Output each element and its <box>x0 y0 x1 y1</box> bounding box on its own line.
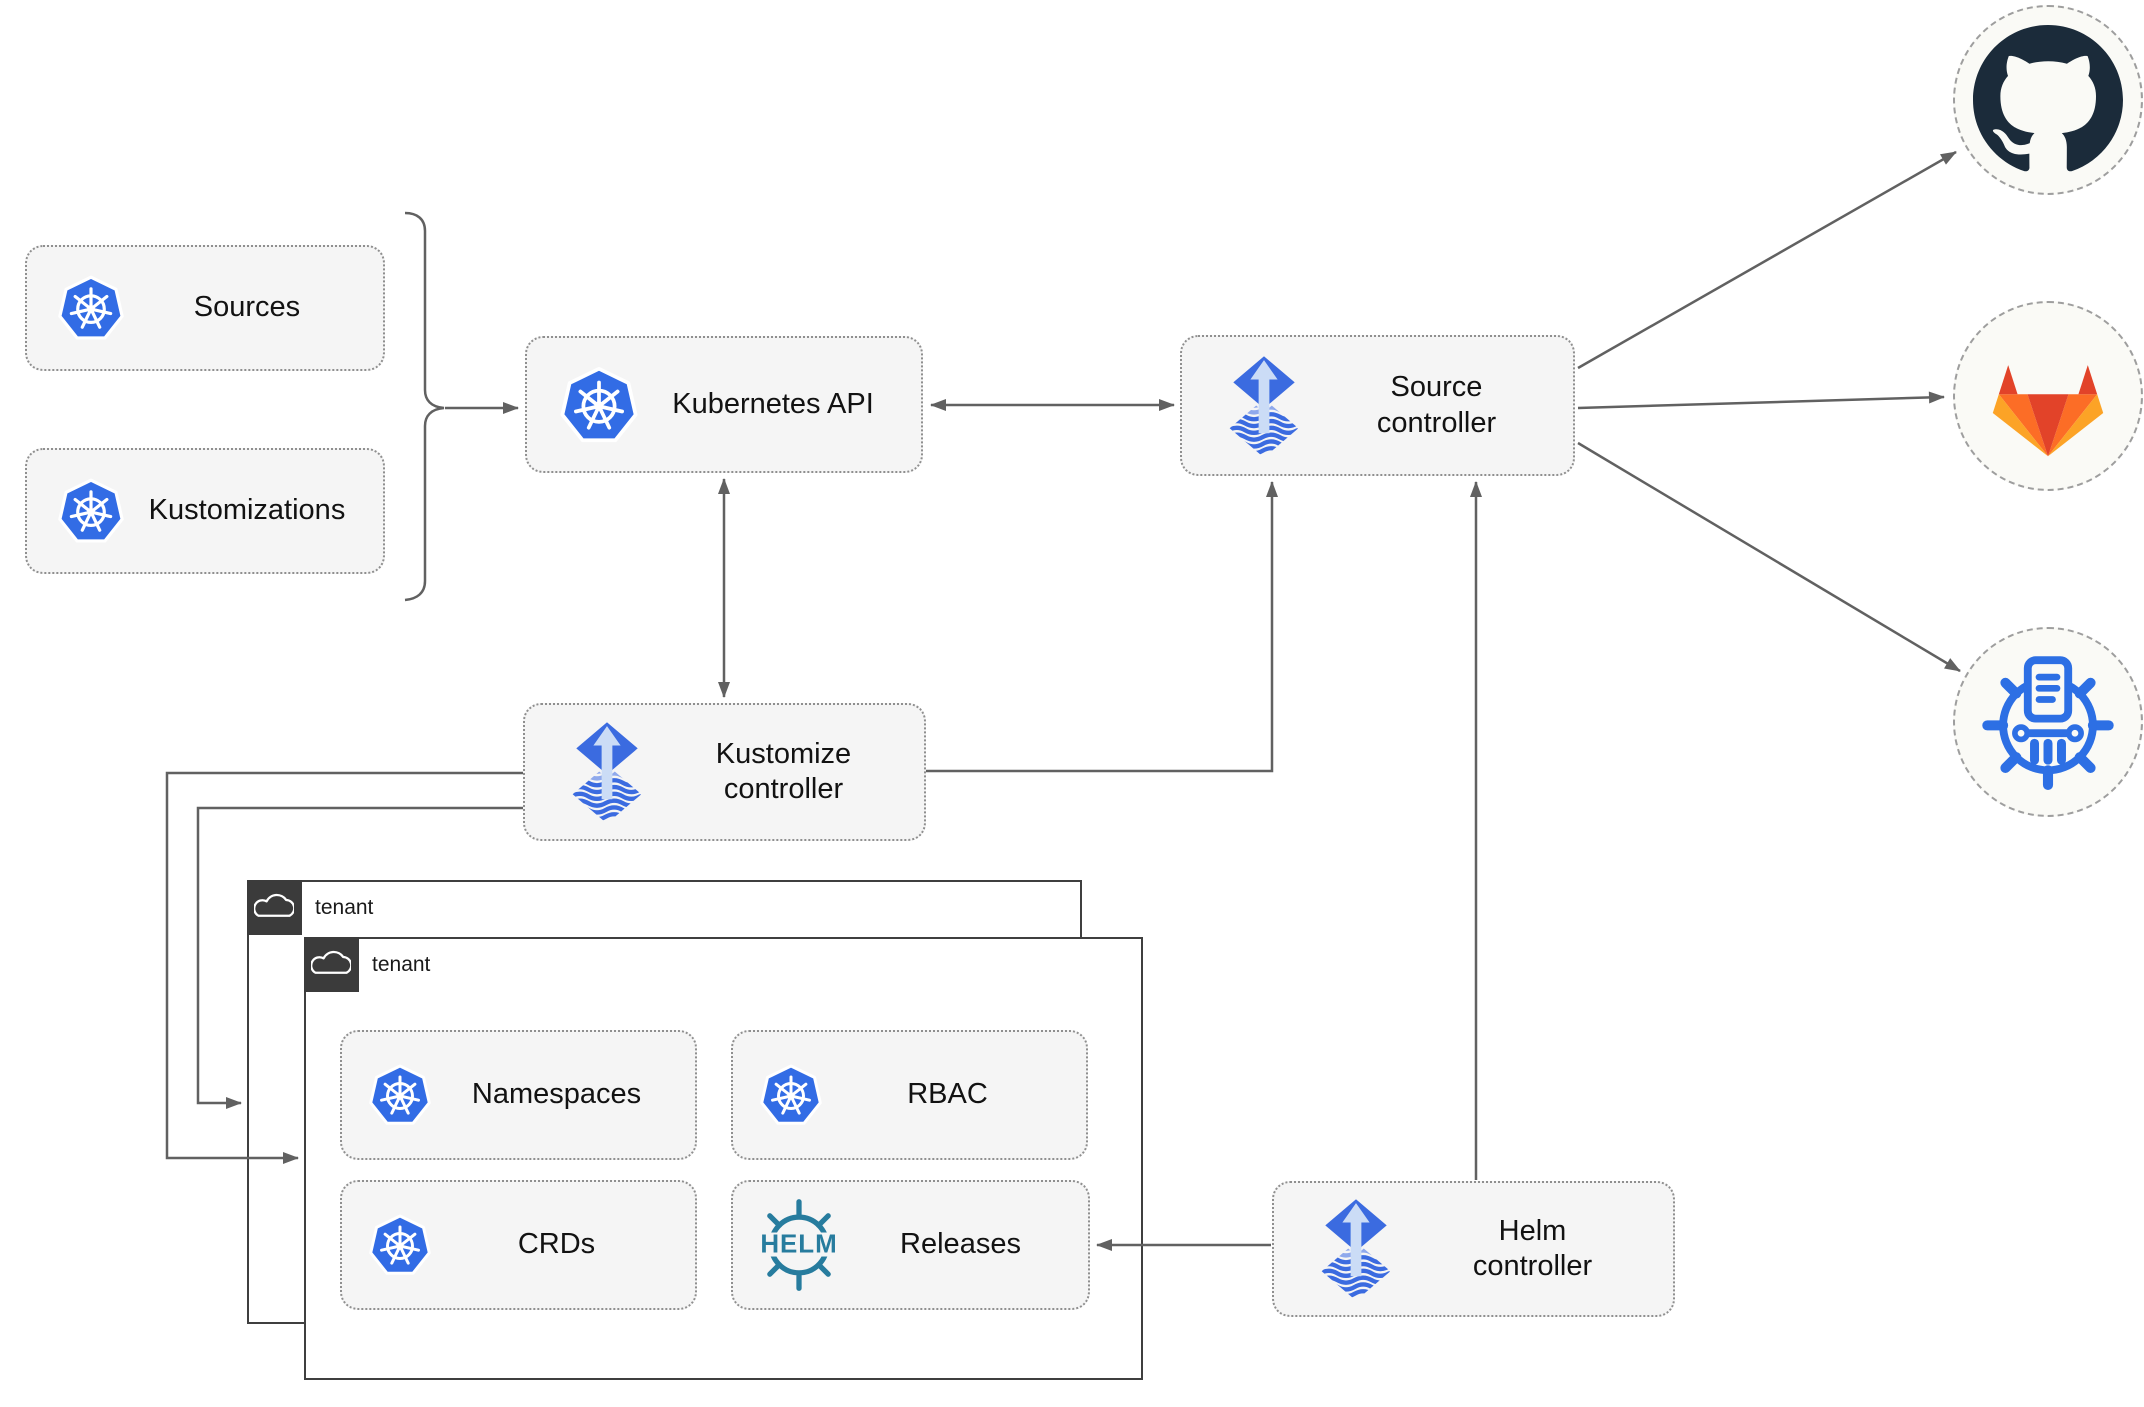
kubernetes-icon <box>57 476 125 546</box>
flux-icon <box>1320 1196 1392 1302</box>
cloud-icon <box>254 893 294 917</box>
node-namespaces: Namespaces <box>340 1030 697 1160</box>
arrow-source-to-github <box>1577 150 1957 370</box>
arrow-source-to-chartmuseum <box>1577 441 1961 673</box>
node-source-controller: Source controller <box>1180 335 1575 476</box>
helm-logo-text: HELM <box>760 1231 837 1259</box>
tenant-label: tenant <box>315 895 374 919</box>
chartmuseum-icon <box>1982 656 2114 790</box>
node-kustomize-controller: Kustomize controller <box>523 703 926 841</box>
node-label: Sources <box>193 291 301 324</box>
node-label: CRDs <box>517 1228 596 1261</box>
remote-gitlab <box>1953 301 2143 491</box>
remote-chartmuseum <box>1953 627 2143 817</box>
arrow-source-to-gitlab <box>1577 391 1945 410</box>
node-label: Releases <box>900 1228 1021 1261</box>
brace-sources-group <box>404 211 445 602</box>
node-kustomizations: Kustomizations <box>25 448 385 574</box>
kubernetes-icon <box>559 364 639 446</box>
cloud-icon <box>311 950 351 974</box>
node-crds: CRDs <box>340 1180 697 1310</box>
tenant-tab <box>246 879 302 935</box>
node-label: Helm controller <box>1472 1214 1593 1282</box>
tenant-tab <box>303 936 359 992</box>
node-label: Kustomizations <box>148 494 346 527</box>
node-sources: Sources <box>25 245 385 371</box>
node-rbac: RBAC <box>731 1030 1088 1160</box>
node-label: RBAC <box>907 1078 988 1111</box>
remote-github <box>1953 5 2143 195</box>
kubernetes-icon <box>57 273 125 343</box>
flux-icon <box>1228 353 1300 459</box>
github-icon <box>1973 25 2123 172</box>
kubernetes-icon <box>368 1212 432 1278</box>
node-label: Kubernetes API <box>672 387 874 420</box>
kubernetes-icon <box>759 1062 823 1128</box>
arrow-kustomize-to-source <box>926 481 1278 773</box>
tenant-label: tenant <box>372 952 431 976</box>
helm-icon: HELM <box>751 1197 847 1293</box>
flux-icon <box>571 719 643 825</box>
node-helm-controller: Helm controller <box>1272 1181 1675 1317</box>
node-label: Source controller <box>1376 371 1497 439</box>
kubernetes-icon <box>368 1062 432 1128</box>
node-kubernetes-api: Kubernetes API <box>525 336 923 473</box>
node-label: Namespaces <box>471 1078 642 1111</box>
node-label: Kustomize controller <box>715 737 852 805</box>
gitlab-icon <box>1992 365 2104 457</box>
node-releases: HELM Releases <box>731 1180 1090 1310</box>
